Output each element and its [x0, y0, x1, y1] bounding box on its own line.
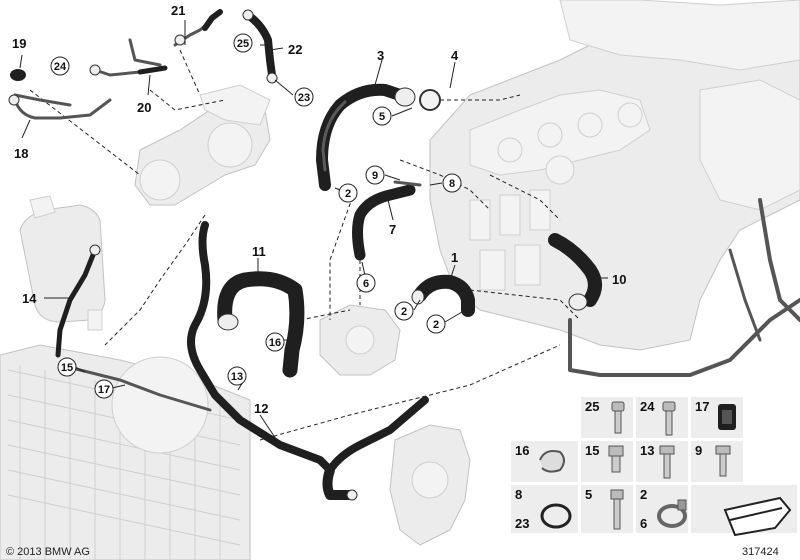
svg-text:15: 15	[61, 362, 73, 374]
label-1: 1	[451, 250, 458, 265]
svg-text:13: 13	[231, 371, 243, 383]
key-cell-15	[579, 439, 635, 484]
hose-14	[55, 244, 101, 358]
oring-icon-8-23	[540, 503, 572, 529]
hose-1	[411, 274, 475, 317]
label-22: 22	[288, 42, 302, 57]
label-10: 10	[612, 272, 626, 287]
screw-icon-9	[715, 445, 731, 477]
key-label-5: 5	[585, 487, 592, 502]
svg-text:2: 2	[401, 306, 407, 318]
label-7: 7	[389, 222, 396, 237]
water-pump-outline	[389, 424, 471, 546]
callout-2-upper: 2	[338, 183, 358, 203]
radiator-outline	[0, 344, 251, 560]
callout-2-lower: 2	[426, 314, 446, 334]
label-12: 12	[254, 401, 268, 416]
key-label-6: 6	[640, 516, 647, 531]
hose-11	[217, 271, 305, 378]
key-label-23: 23	[515, 516, 529, 531]
label-18: 18	[14, 146, 28, 161]
svg-text:23: 23	[298, 92, 310, 104]
svg-text:5: 5	[379, 111, 385, 123]
grommet-icon-17	[718, 404, 736, 430]
label-4: 4	[451, 48, 459, 63]
hose-3	[316, 83, 441, 191]
hose-12	[187, 221, 429, 501]
engine-block-outline	[429, 0, 800, 351]
svg-text:9: 9	[372, 170, 378, 182]
label-3: 3	[377, 48, 384, 63]
clamp-icon-2-6	[657, 499, 687, 528]
heater-pipes-outline	[568, 198, 800, 377]
callout-24: 24	[50, 56, 70, 76]
clip-icon-16	[539, 450, 565, 473]
part-labels: 19 18 20 21 22 3 4 7 1 10 11 12 14	[12, 3, 626, 416]
label-19: 19	[12, 36, 26, 51]
key-label-24: 24	[640, 399, 655, 414]
callout-17: 17	[94, 379, 114, 399]
clip-icon-15	[608, 445, 624, 473]
key-label-16: 16	[515, 443, 529, 458]
callout-6: 6	[356, 273, 376, 293]
svg-text:8: 8	[449, 178, 455, 190]
expansion-tank-outline	[19, 195, 106, 331]
copyright-text: © 2013 BMW AG	[6, 546, 90, 558]
svg-text:6: 6	[363, 278, 369, 290]
label-21: 21	[171, 3, 185, 18]
callout-13: 13	[227, 366, 247, 386]
key-label-8: 8	[515, 487, 522, 502]
svg-text:24: 24	[54, 61, 67, 73]
screw-icon-13	[659, 445, 675, 479]
oil-line-20-24	[89, 38, 168, 77]
label-20: 20	[137, 100, 151, 115]
screw-icon-24	[662, 401, 676, 436]
key-label-17: 17	[695, 399, 709, 414]
thermostat-housing-outline	[319, 304, 401, 376]
screw-icon-5	[610, 489, 624, 530]
hose-22	[242, 9, 278, 84]
svg-text:16: 16	[269, 337, 281, 349]
hose-10	[548, 233, 602, 311]
label-14: 14	[22, 291, 37, 306]
callout-15: 15	[57, 357, 77, 377]
diagram-id-text: 317424	[742, 546, 779, 558]
key-label-25: 25	[585, 399, 599, 414]
svg-text:17: 17	[98, 384, 110, 396]
parts-key-grid: 25 24 17 16 15 13 9 8 23 5 2 6	[509, 395, 800, 560]
callout-9: 9	[365, 165, 385, 185]
callout-2-middle: 2	[394, 301, 414, 321]
key-label-2: 2	[640, 487, 647, 502]
circled-labels: 24 25 23 5 9 8 2 6	[50, 33, 462, 399]
callout-16: 16	[265, 332, 285, 352]
label-11: 11	[252, 244, 266, 259]
key-label-15: 15	[585, 443, 599, 458]
screw-icon-25	[611, 401, 625, 434]
hose-17	[58, 363, 212, 412]
oil-line-18-19	[8, 69, 112, 120]
callout-23: 23	[294, 87, 314, 107]
arrow-icon	[723, 496, 792, 537]
callout-5: 5	[372, 106, 392, 126]
hose-7	[352, 180, 422, 261]
callout-25: 25	[233, 33, 253, 53]
callout-8: 8	[442, 173, 462, 193]
key-label-13: 13	[640, 443, 654, 458]
svg-text:2: 2	[345, 188, 351, 200]
svg-text:25: 25	[237, 38, 249, 50]
key-label-9: 9	[695, 443, 702, 458]
svg-text:2: 2	[433, 319, 439, 331]
dashed-leader-lines	[29, 49, 581, 441]
turbocharger-outline	[134, 84, 271, 206]
